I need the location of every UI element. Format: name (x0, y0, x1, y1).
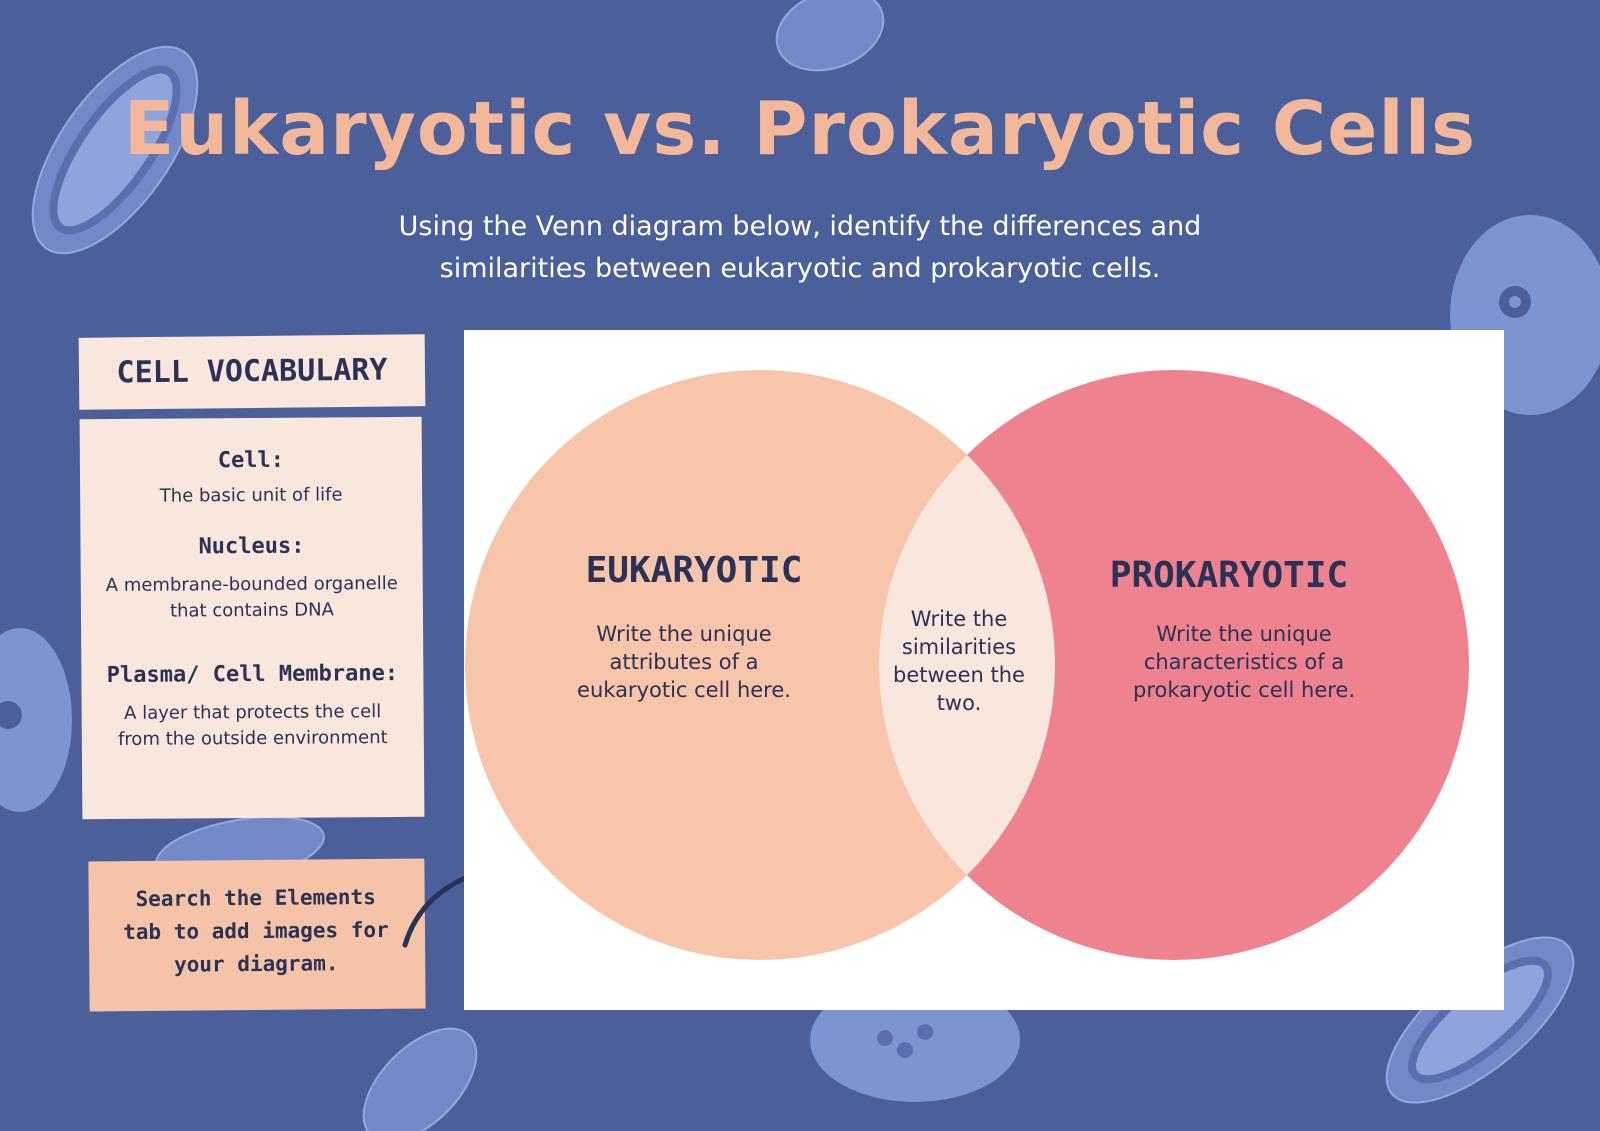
prokaryotic-title: PROKARYOTIC (1109, 555, 1349, 596)
vocab-definition: The basic unit of life (159, 484, 343, 507)
bacteria-icon (362, 1027, 478, 1131)
cell-icon (0, 628, 72, 812)
overlap-text: Write the similarities between the two. (893, 607, 1025, 715)
bacteria-icon (1385, 936, 1575, 1104)
vocab-term: Plasma/ Cell Membrane: (106, 660, 399, 689)
vocab-term: Nucleus: (198, 533, 305, 560)
bacteria-icon (775, 0, 885, 72)
tip-text: Search the Elements tab to add images fo… (123, 884, 389, 977)
bacteria-icon (31, 45, 199, 255)
eukaryotic-title: EUKARYOTIC (585, 550, 803, 591)
vocabulary-heading: CELL VOCABULARY (116, 352, 388, 391)
eukaryotic-circle (465, 370, 1055, 960)
tip-card: Search the Elements tab to add images fo… (88, 858, 426, 1012)
prokaryotic-circle (879, 370, 1469, 960)
vocab-definition: A layer that protects the cell from the … (117, 701, 388, 750)
page-subtitle: Using the Venn diagram below, identify t… (398, 211, 1202, 284)
vocab-term: Cell: (217, 447, 285, 474)
vocab-definition: A membrane-bounded organelle that contai… (105, 572, 398, 622)
venn-panel: EUKARYOTIC Write the unique attributes o… (464, 330, 1504, 1010)
vocabulary-heading-card: CELL VOCABULARY (78, 334, 426, 410)
venn-diagram (465, 370, 1469, 960)
page-title: Eukaryotic vs. Prokaryotic Cells (123, 86, 1477, 172)
prokaryotic-text: Write the unique characteristics of a pr… (1132, 622, 1356, 702)
vocabulary-card: Cell: The basic unit of life Nucleus: A … (79, 416, 425, 820)
eukaryotic-text: Write the unique attributes of a eukaryo… (577, 622, 791, 702)
